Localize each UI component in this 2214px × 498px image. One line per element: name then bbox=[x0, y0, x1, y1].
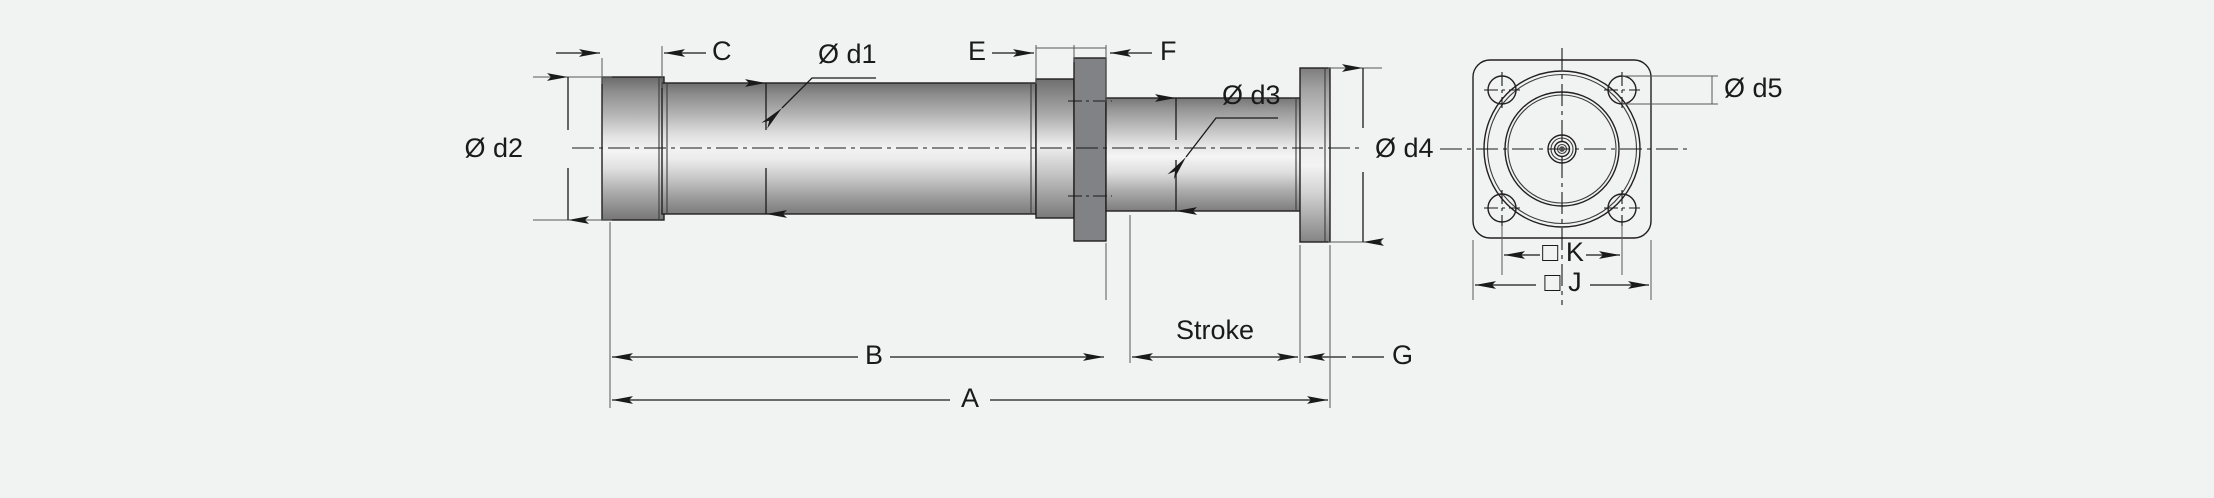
dimension-d2: Ø d2 bbox=[464, 73, 612, 224]
piston-rod bbox=[1105, 97, 1303, 212]
mounting-flange bbox=[1073, 57, 1107, 242]
dimension-e: E bbox=[968, 36, 1075, 84]
dimension-label-a: A bbox=[961, 383, 979, 413]
dimension-label-d3: Ø d3 bbox=[1222, 80, 1281, 110]
side-section-view: Ø d2 C Ø d1 E bbox=[464, 36, 1433, 413]
dimension-label-j: □ J bbox=[1544, 267, 1581, 297]
dimension-label-g: G bbox=[1392, 340, 1413, 370]
dimension-label-b: B bbox=[865, 340, 883, 370]
dimension-label-k: □ K bbox=[1542, 237, 1584, 267]
dimension-label-d2: Ø d2 bbox=[464, 133, 523, 163]
dimension-a: A bbox=[609, 300, 1331, 413]
front-end-view: Ø d5 □ K □ J bbox=[1440, 48, 1783, 305]
dimension-label-d4: Ø d4 bbox=[1375, 133, 1434, 163]
dimension-c: C bbox=[556, 36, 732, 88]
dimension-d5: Ø d5 bbox=[1622, 73, 1783, 105]
dimension-label-c: C bbox=[712, 36, 732, 66]
dimension-stroke: Stroke bbox=[1129, 215, 1301, 363]
mounting-hole-bottom-left bbox=[1484, 190, 1520, 226]
dimension-label-d1: Ø d1 bbox=[818, 39, 877, 69]
dimension-d1: Ø d1 bbox=[745, 39, 877, 218]
mounting-hole-top-left bbox=[1484, 72, 1520, 108]
dimension-d4: Ø d4 bbox=[1328, 64, 1434, 246]
mounting-hole-bottom-right bbox=[1604, 190, 1640, 226]
dimension-label-stroke: Stroke bbox=[1176, 315, 1254, 345]
dimension-d3: Ø d3 bbox=[1155, 80, 1281, 215]
dimension-f: F bbox=[1074, 36, 1177, 102]
dimension-j: □ J bbox=[1472, 240, 1652, 300]
dimension-label-e: E bbox=[968, 36, 986, 66]
rod-end-plate bbox=[1299, 67, 1331, 243]
dimension-b: B bbox=[609, 222, 1107, 370]
dimension-label-f: F bbox=[1160, 36, 1177, 66]
dimension-label-d5: Ø d5 bbox=[1724, 73, 1783, 103]
dimension-k: □ K bbox=[1501, 226, 1623, 275]
